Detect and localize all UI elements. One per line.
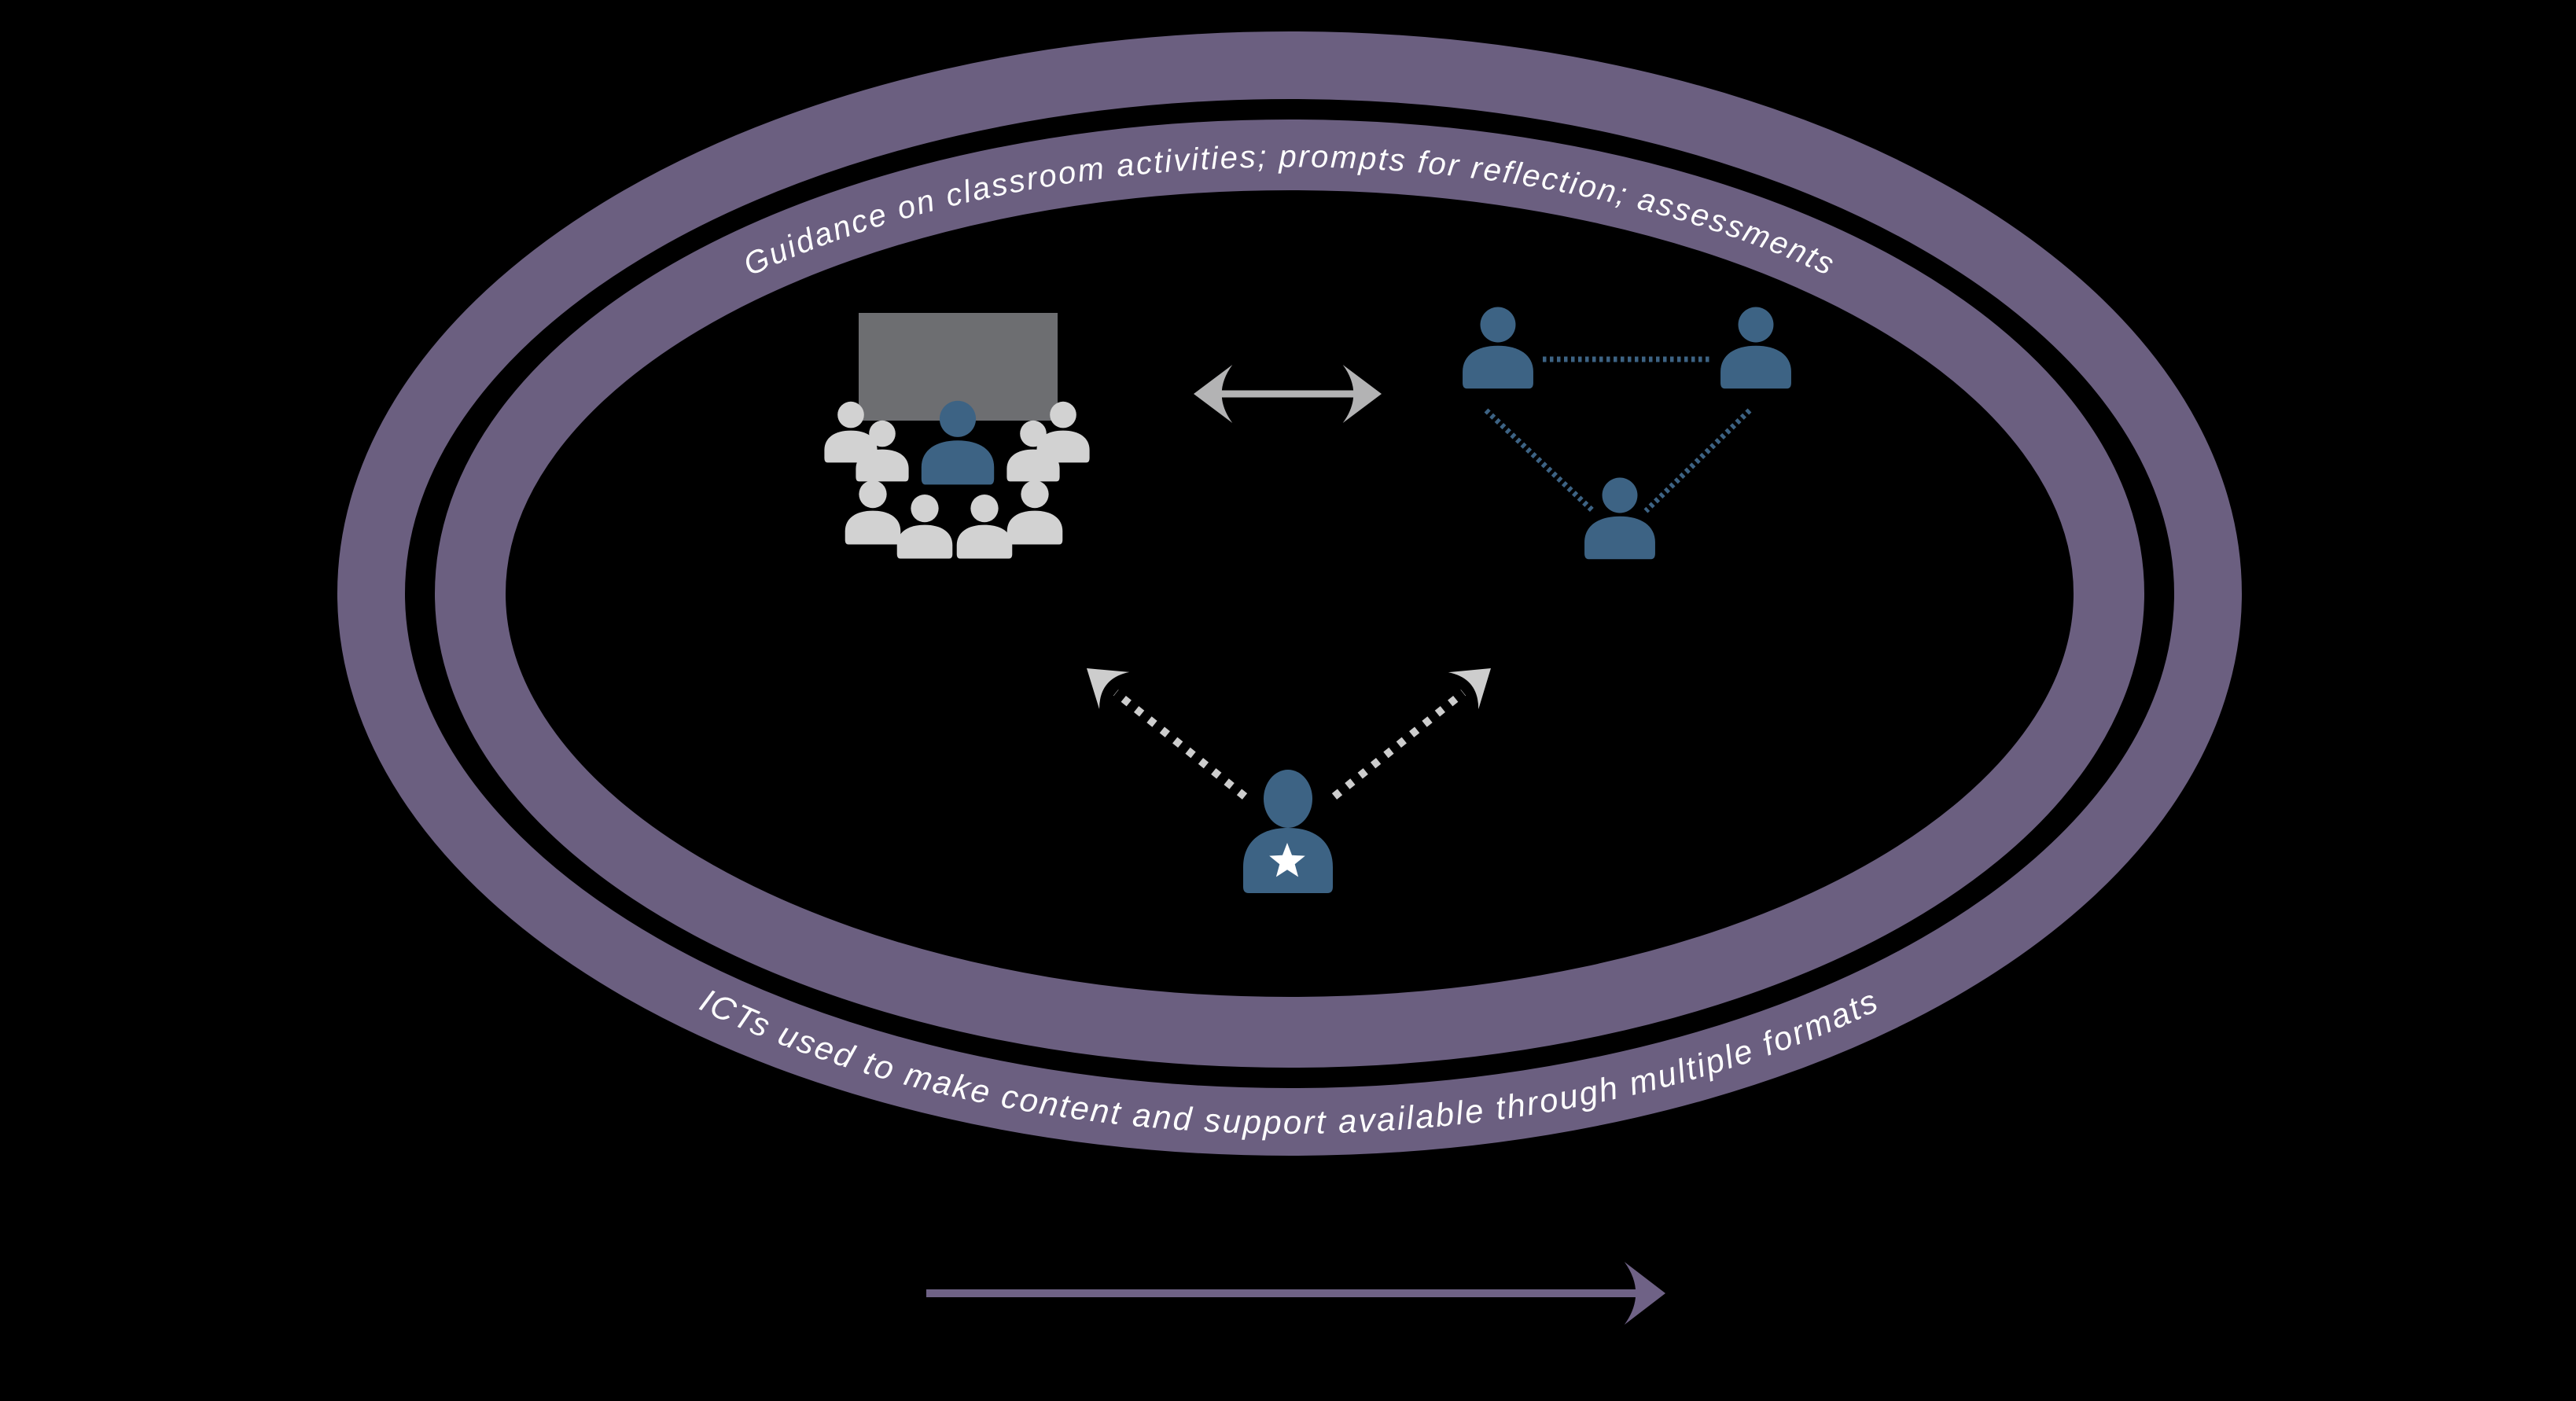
peer-network-icon — [1463, 307, 1791, 560]
peer-link — [1643, 408, 1752, 513]
facilitator-star-icon — [1269, 843, 1305, 877]
progression-arrow-icon — [926, 1262, 1665, 1325]
dotted-arrow-left-line — [1113, 689, 1248, 800]
facilitator-arrows — [1071, 649, 1507, 800]
classroom-group-icon — [824, 313, 1090, 559]
dotted-arrow-right-line — [1331, 689, 1466, 800]
rings — [337, 31, 2242, 1156]
peer-links — [1484, 356, 1752, 513]
facilitator-head — [1264, 770, 1312, 828]
peer-link — [1484, 408, 1595, 513]
two-way-arrow-icon — [1194, 365, 1382, 423]
inner-ring — [435, 120, 2144, 1068]
outer-ring — [337, 31, 2242, 1156]
facilitator-icon — [1071, 649, 1507, 893]
